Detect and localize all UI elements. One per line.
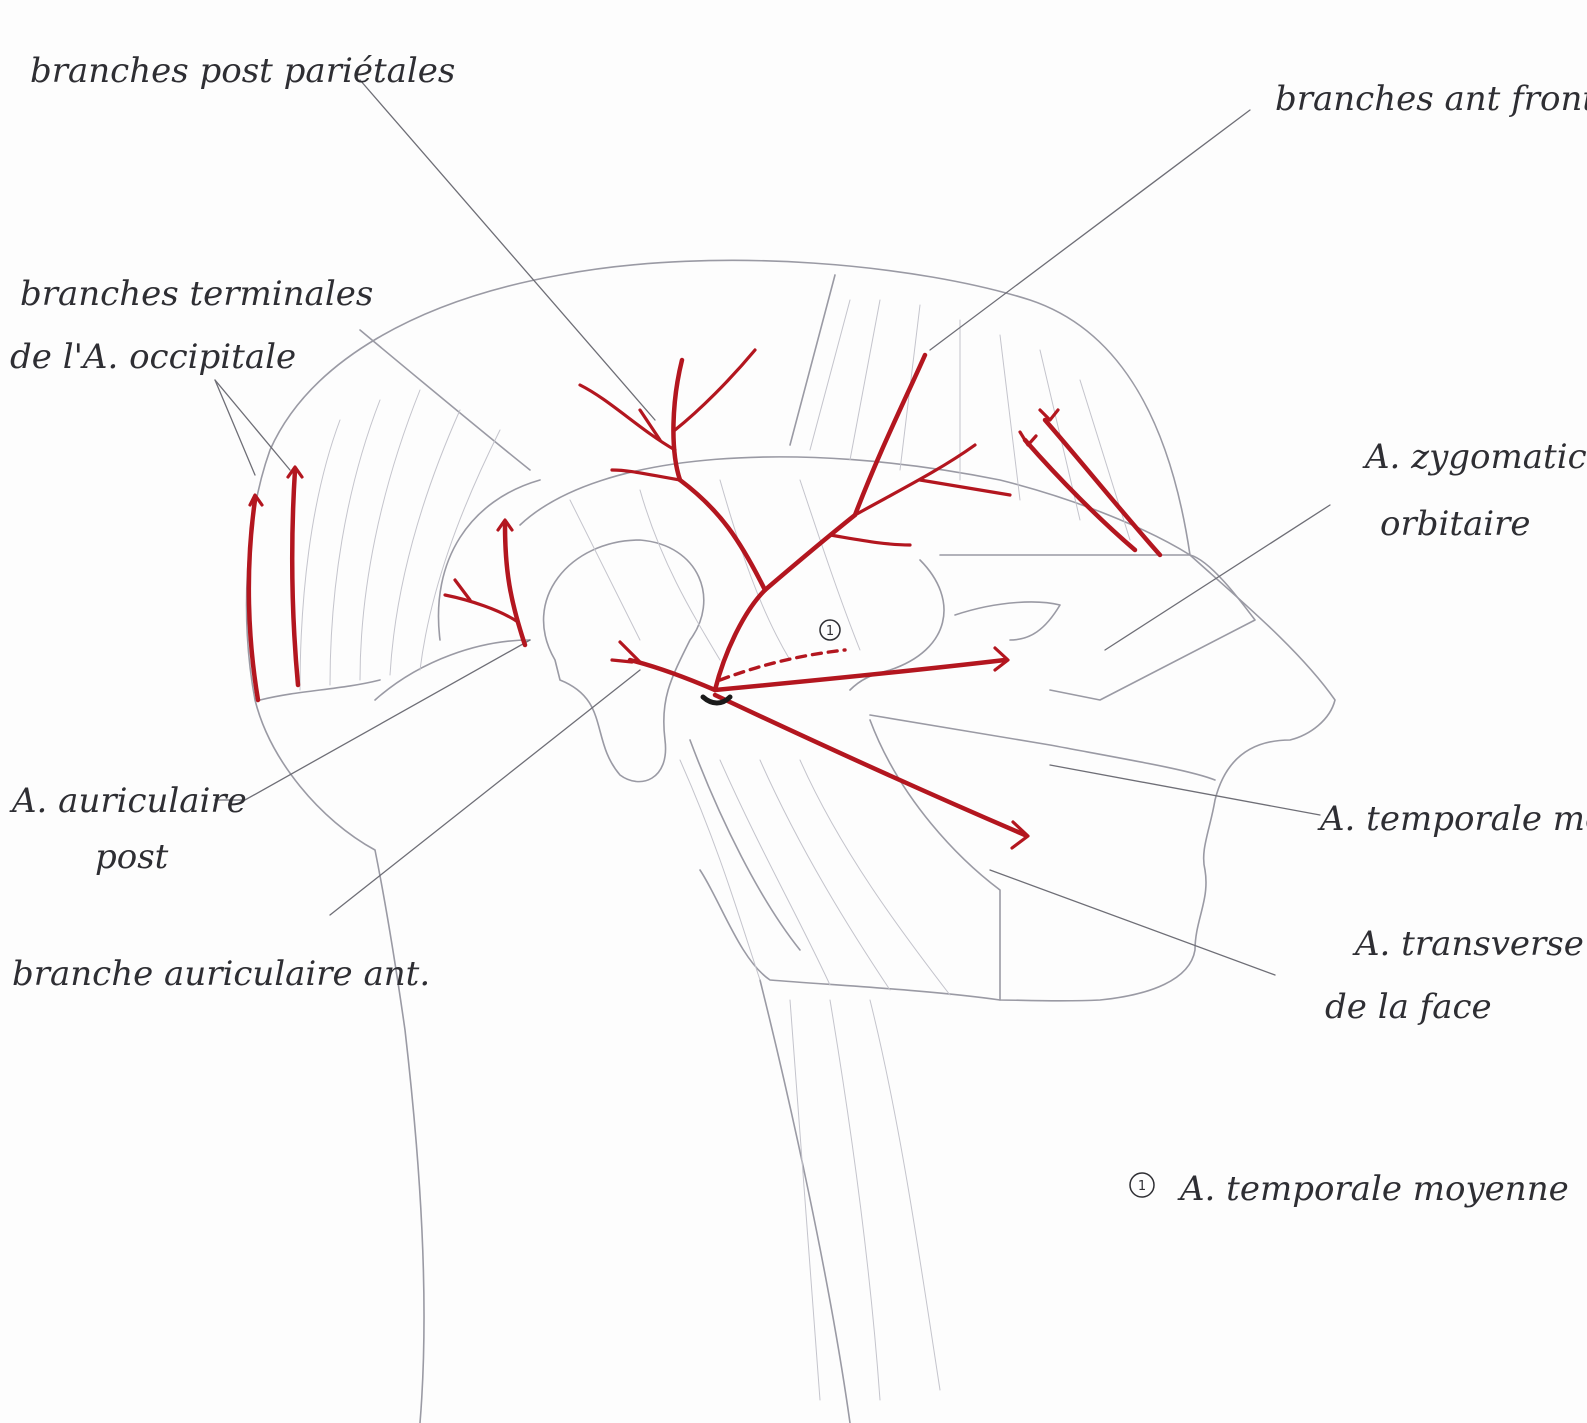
zygomatico-orbital-artery	[1045, 420, 1160, 555]
head-outline	[247, 260, 1335, 1423]
middle-temporal-artery	[720, 650, 845, 680]
occipital-branch-2	[292, 470, 298, 685]
frontal-branch	[765, 515, 855, 590]
label-zygomatic-line2: orbitaire	[1380, 504, 1531, 544]
anterior-auricular-branch	[630, 660, 715, 690]
label-transverse-line2: de la face	[1325, 987, 1492, 1027]
label-middle-temporal-abbr: A. temporale moy.	[1317, 799, 1587, 839]
muscle-fibres	[300, 300, 1130, 1400]
svg-text:1: 1	[826, 624, 834, 639]
label-post-auricular-line2: post	[95, 837, 169, 877]
parietal-branch	[680, 480, 765, 590]
legend-text: A. temporale moyenne	[1177, 1169, 1569, 1209]
label-terminal-line2: de l'A. occipitale	[10, 337, 296, 377]
labels: branches post pariétales branches ant fr…	[9, 51, 1587, 1027]
label-ant-auricular: branche auriculaire ant.	[12, 954, 430, 994]
label-terminal-line1: branches terminales	[20, 274, 373, 314]
transverse-facial-artery	[715, 695, 1025, 835]
label-zygomatic-line1: A. zygomatico	[1362, 437, 1587, 477]
label-transverse-line1: A. transverse	[1352, 924, 1584, 964]
label-ant-frontal: branches ant frontales	[1275, 79, 1587, 119]
leader-lines	[215, 80, 1330, 975]
legend-marker: 1	[1138, 1179, 1146, 1194]
superficial-temporal-trunk	[715, 590, 765, 690]
legend: 1 A. temporale moyenne	[1130, 1169, 1569, 1209]
label-post-parietal: branches post pariétales	[30, 51, 455, 91]
middle-temporal-marker: 1	[820, 620, 840, 640]
transverse-facial-artery-upper	[715, 660, 1005, 690]
label-post-auricular-line1: A. auriculaire	[9, 781, 247, 821]
posterior-auricular-artery	[505, 525, 525, 645]
